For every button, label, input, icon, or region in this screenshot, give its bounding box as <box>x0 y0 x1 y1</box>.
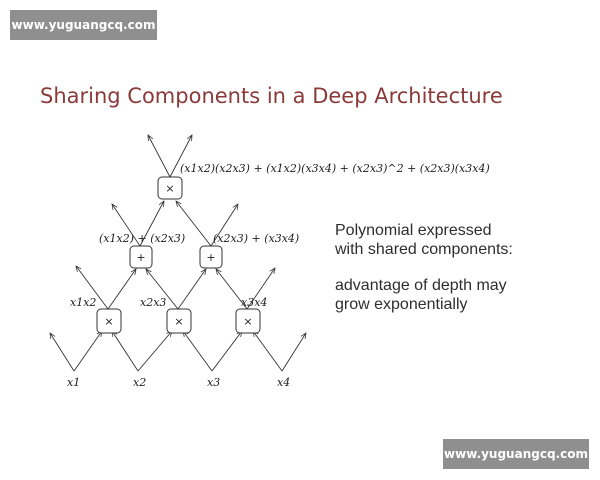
label-x1x2: x1x2 <box>70 296 96 309</box>
label-x3x4: x3x4 <box>241 296 267 309</box>
input-label-x2: x2 <box>133 376 146 389</box>
edge <box>176 201 212 247</box>
input-label-x1: x1 <box>67 376 80 389</box>
watermark-top: www.yuguangcq.com <box>10 10 157 40</box>
edge <box>253 331 283 372</box>
node-op: × <box>174 315 183 328</box>
edges-layer1-layer2 <box>76 266 275 310</box>
side-note-depth: advantage of depth may grow exponentiall… <box>335 276 507 314</box>
edge <box>137 331 172 372</box>
edges-layer2-top <box>112 201 238 247</box>
edge <box>50 333 75 372</box>
watermark-bottom: www.yuguangcq.com <box>443 439 589 469</box>
edge <box>169 135 192 178</box>
node-op: × <box>165 182 174 195</box>
node-op: × <box>104 315 113 328</box>
edge <box>246 268 275 310</box>
side-line: with shared components: <box>335 241 513 258</box>
edge <box>177 269 206 310</box>
node-op: + <box>206 251 215 264</box>
node-multiply-x2x3: × <box>166 308 192 334</box>
label-x2x3: x2x3 <box>140 296 166 309</box>
node-multiply-top: × <box>157 176 183 200</box>
edge <box>281 333 306 372</box>
edge <box>216 269 248 310</box>
node-sum-right: + <box>199 245 223 269</box>
input-label-x3: x3 <box>207 376 220 389</box>
edge <box>146 269 179 310</box>
edge <box>76 266 109 310</box>
edge <box>211 331 242 372</box>
slide-title: Sharing Components in a Deep Architectur… <box>40 84 503 108</box>
node-sum-left: + <box>129 245 153 269</box>
edges-top-output <box>148 135 192 178</box>
side-line: grow exponentially <box>335 296 468 313</box>
edges-input-layer <box>50 331 306 372</box>
node-op: + <box>136 251 145 264</box>
edge <box>210 204 238 247</box>
edge <box>148 135 171 178</box>
edge <box>107 269 136 310</box>
side-note-shared: Polynomial expressed with shared compone… <box>335 221 513 259</box>
edge <box>73 331 102 372</box>
side-line: advantage of depth may <box>335 277 507 294</box>
node-multiply-x3x4: × <box>235 308 261 334</box>
node-op: × <box>243 315 252 328</box>
input-label-x4: x4 <box>277 376 290 389</box>
label-sum-left: (x1x2) + (x2x3) <box>99 232 185 245</box>
edge <box>112 331 139 372</box>
label-sum-right: (x2x3) + (x3x4) <box>213 232 299 245</box>
side-line: Polynomial expressed <box>335 222 492 239</box>
node-multiply-x1x2: × <box>96 308 122 334</box>
edge <box>183 331 213 372</box>
edge <box>139 201 164 247</box>
edge <box>112 204 141 247</box>
label-top-polynomial: (x1x2)(x2x3) + (x1x2)(x3x4) + (x2x3)^2 +… <box>180 162 490 175</box>
